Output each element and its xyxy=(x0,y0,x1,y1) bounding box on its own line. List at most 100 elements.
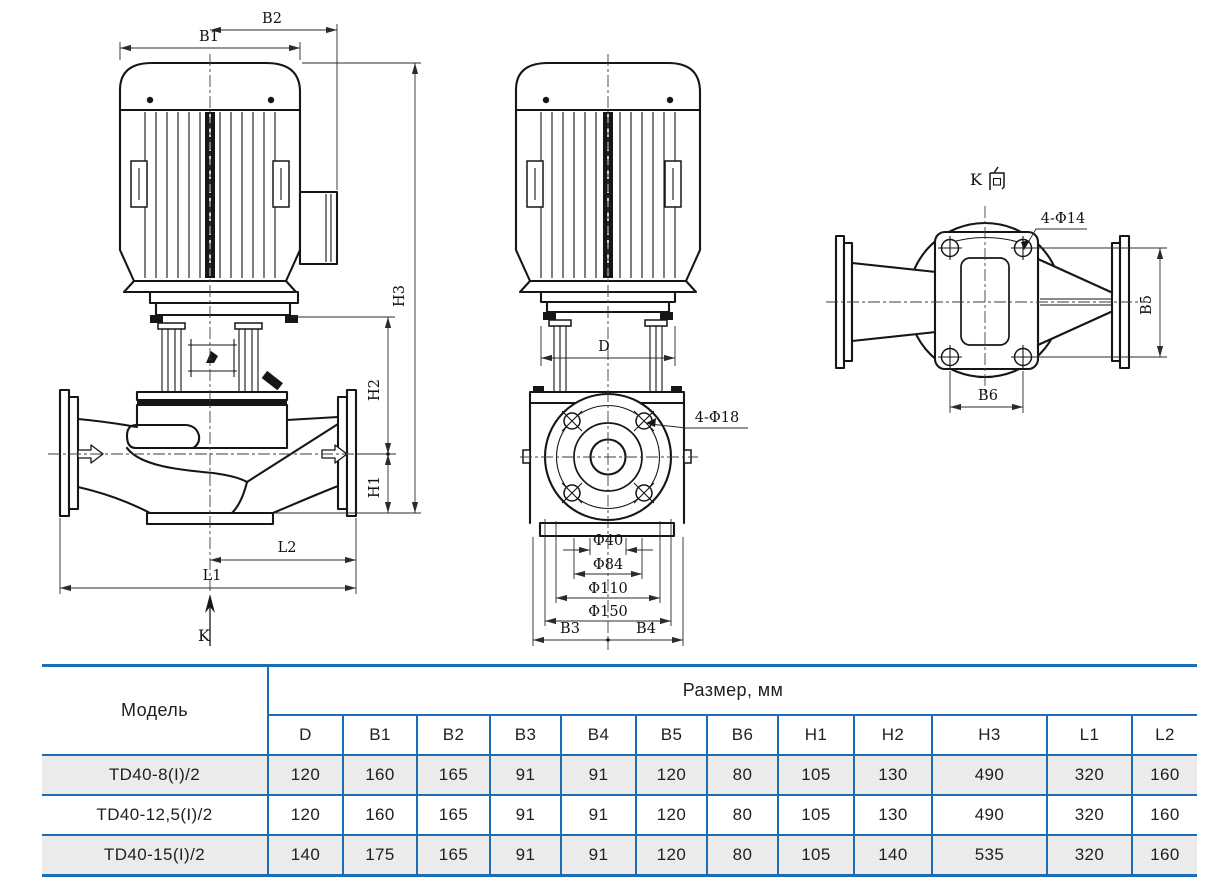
value-cell: 91 xyxy=(489,794,561,835)
pump-front xyxy=(522,386,692,538)
suction-flange xyxy=(58,388,71,518)
dim-label-b6: B6 xyxy=(978,388,998,404)
dim-label-b4: B4 xyxy=(636,621,656,637)
col-header-b1: B1 xyxy=(342,714,417,755)
value-cell: 160 xyxy=(342,754,417,795)
col-header-l2: L2 xyxy=(1131,714,1197,755)
table-row: TD40-15(I)/2 140 175 165 91 91 120 80 10… xyxy=(42,834,1197,876)
side-view-drawing: B2 B1 H3 H2 H1 L2 L1 K xyxy=(48,11,421,646)
dim-label-b2: B2 xyxy=(262,11,282,27)
col-header-b6: B6 xyxy=(706,714,778,755)
table-header-size: Размер, мм xyxy=(682,680,784,700)
model-cell: TD40-12,5(I)/2 xyxy=(42,794,268,835)
col-header-b4: B4 xyxy=(560,714,636,755)
value-cell: 105 xyxy=(777,834,854,876)
value-cell: 175 xyxy=(342,834,417,876)
dim-label-d: D xyxy=(598,339,610,355)
value-cell: 120 xyxy=(635,834,707,876)
value-cell: 80 xyxy=(706,754,778,795)
drain-plug xyxy=(261,370,283,391)
dim-label-bolt-holes-18: 4-Φ18 xyxy=(695,410,739,426)
col-header-h3: H3 xyxy=(931,714,1047,755)
value-cell: 120 xyxy=(267,794,343,835)
col-header-d: D xyxy=(268,714,343,755)
value-cell: 105 xyxy=(777,754,854,795)
col-header-h1: H1 xyxy=(777,714,854,755)
dim-label-l2: L2 xyxy=(278,540,297,556)
value-cell: 140 xyxy=(267,834,343,876)
value-cell: 140 xyxy=(853,834,932,876)
k-view-title-letter: K xyxy=(970,170,983,189)
value-cell: 160 xyxy=(1131,754,1197,795)
table-header-model: Модель xyxy=(42,665,269,755)
dim-label-h3: H3 xyxy=(392,285,408,307)
lantern-side xyxy=(122,279,300,392)
value-cell: 91 xyxy=(560,834,636,876)
dim-label-l1: L1 xyxy=(203,568,222,584)
value-cell: 130 xyxy=(853,754,932,795)
value-cell: 80 xyxy=(706,834,778,876)
value-cell: 120 xyxy=(635,754,707,795)
dim-label-b3: B3 xyxy=(560,621,580,637)
table-row: TD40-12,5(I)/2 120 160 165 91 91 120 80 … xyxy=(42,794,1197,835)
k-view-dimensions: 4-Φ14 B5 B6 xyxy=(949,211,1167,413)
k-view-arrow xyxy=(205,594,215,613)
value-cell: 91 xyxy=(489,834,561,876)
table-row: TD40-8(I)/2 120 160 165 91 91 120 80 105… xyxy=(42,754,1197,795)
pump-technical-drawing: B2 B1 H3 H2 H1 L2 L1 K xyxy=(48,11,1167,650)
flow-arrow-out xyxy=(321,444,348,464)
discharge-flange xyxy=(345,388,358,518)
value-cell: 120 xyxy=(635,794,707,835)
dim-label-dia40: Φ40 xyxy=(593,533,623,549)
pump-volute-side xyxy=(58,388,358,526)
plate-bolt-holes xyxy=(938,236,1035,369)
dim-label-bolt-holes-14: 4-Φ14 xyxy=(1041,211,1085,227)
model-cell: TD40-15(I)/2 xyxy=(42,834,268,876)
xiang-glyph xyxy=(989,166,1005,190)
value-cell: 535 xyxy=(931,834,1047,876)
k-view-drawing: K 4-Φ14 B5 B6 xyxy=(826,166,1167,413)
pump-base xyxy=(538,521,676,538)
value-cell: 320 xyxy=(1046,754,1132,795)
dim-label-b1: B1 xyxy=(199,29,219,45)
dimensions-table: Модель Размер, мм D B1 B2 B3 B4 B5 B6 H1… xyxy=(42,664,1197,877)
col-header-b2: B2 xyxy=(416,714,490,755)
value-cell: 120 xyxy=(267,754,343,795)
flange-bolt-holes xyxy=(561,410,655,504)
value-cell: 160 xyxy=(1131,834,1197,876)
value-cell: 91 xyxy=(560,754,636,795)
model-cell: TD40-8(I)/2 xyxy=(42,754,268,795)
value-cell: 320 xyxy=(1046,834,1132,876)
value-cell: 165 xyxy=(416,794,490,835)
col-header-b5: B5 xyxy=(635,714,707,755)
col-header-l1: L1 xyxy=(1046,714,1132,755)
k-arrow-label: K xyxy=(198,626,211,645)
dim-label-dia150: Φ150 xyxy=(588,604,628,620)
front-view-dimensions: D 4-Φ18 Φ40 Φ84 Φ110 Φ150 B3 B4 xyxy=(532,326,748,646)
value-cell: 160 xyxy=(1131,794,1197,835)
value-cell: 490 xyxy=(931,754,1047,795)
value-cell: 160 xyxy=(342,794,417,835)
value-cell: 165 xyxy=(416,754,490,795)
value-cell: 91 xyxy=(489,754,561,795)
col-header-b3: B3 xyxy=(489,714,561,755)
dim-label-b5: B5 xyxy=(1139,295,1155,315)
value-cell: 490 xyxy=(931,794,1047,835)
k-view-title: K xyxy=(970,166,1005,190)
dim-label-dia84: Φ84 xyxy=(593,557,623,573)
front-view-drawing: D 4-Φ18 Φ40 Φ84 Φ110 Φ150 B3 B4 xyxy=(514,54,748,650)
terminal-box xyxy=(298,190,339,266)
dim-label-h2: H2 xyxy=(367,379,383,401)
value-cell: 320 xyxy=(1046,794,1132,835)
coupling-mark xyxy=(206,351,218,363)
dim-label-h1: H1 xyxy=(367,476,383,498)
side-view-dimensions: B2 B1 H3 H2 H1 L2 L1 K xyxy=(59,11,421,646)
value-cell: 165 xyxy=(416,834,490,876)
value-cell: 80 xyxy=(706,794,778,835)
value-cell: 130 xyxy=(853,794,932,835)
value-cell: 105 xyxy=(777,794,854,835)
dimensions-table-container: Модель Размер, мм D B1 B2 B3 B4 B5 B6 H1… xyxy=(42,664,1197,877)
dim-label-dia110: Φ110 xyxy=(588,581,628,597)
col-header-h2: H2 xyxy=(853,714,932,755)
